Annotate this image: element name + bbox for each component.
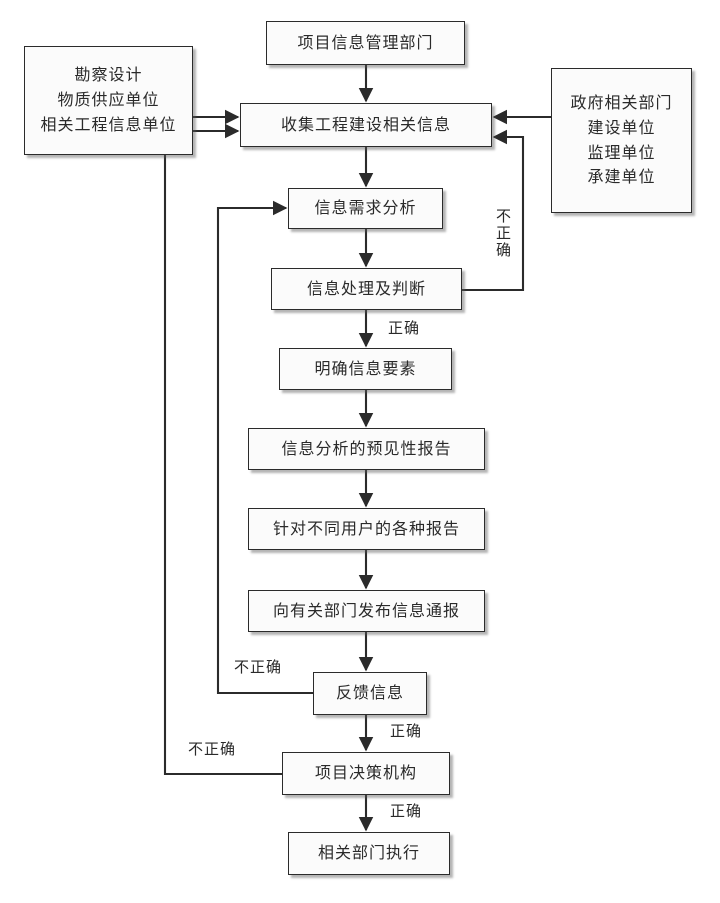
edge-label-incorrect-right: 不正确 (494, 208, 512, 259)
node-label: 明确信息要素 (314, 358, 417, 378)
edge-label-correct-decision: 正确 (390, 802, 423, 820)
node-project-decision-body[interactable]: 项目决策机构 (282, 752, 450, 795)
node-label-line-3: 相关工程信息单位 (40, 114, 177, 134)
node-label: 项目信息管理部门 (297, 32, 434, 52)
node-label: 反馈信息 (335, 683, 404, 703)
node-label-line-2: 建设单位 (587, 117, 656, 137)
node-predictive-analysis-report[interactable]: 信息分析的预见性报告 (248, 428, 485, 470)
node-clarify-information-elements[interactable]: 明确信息要素 (279, 348, 452, 390)
node-label: 信息需求分析 (314, 198, 417, 218)
node-label: 针对不同用户的各种报告 (272, 518, 460, 538)
edge-label-incorrect-feedback: 不正确 (234, 658, 283, 676)
node-reports-for-different-users[interactable]: 针对不同用户的各种报告 (248, 508, 485, 550)
node-information-processing-judgment[interactable]: 信息处理及判断 (271, 268, 462, 310)
node-project-info-management-dept[interactable]: 项目信息管理部门 (266, 21, 465, 65)
node-label: 信息分析的预见性报告 (281, 438, 452, 458)
edge-decision-to-collect-incorrect (163, 123, 282, 776)
node-publish-info-bulletin[interactable]: 向有关部门发布信息通报 (248, 590, 485, 632)
node-relevant-dept-execution[interactable]: 相关部门执行 (288, 832, 450, 875)
node-label: 相关部门执行 (317, 843, 420, 863)
node-government-construction-units[interactable]: 政府相关部门 建设单位 监理单位 承建单位 (551, 68, 692, 213)
node-label: 向有关部门发布信息通报 (272, 600, 460, 620)
edge-label-correct-feedback: 正确 (390, 722, 423, 740)
node-label-line-2: 物质供应单位 (57, 90, 160, 110)
node-label-line-1: 勘察设计 (74, 65, 143, 85)
node-label: 收集工程建设相关信息 (280, 114, 451, 134)
node-survey-design-supply-units[interactable]: 勘察设计 物质供应单位 相关工程信息单位 (24, 46, 193, 155)
edge-feedback-to-demand-incorrect (216, 200, 313, 695)
node-information-demand-analysis[interactable]: 信息需求分析 (288, 188, 443, 229)
edge-label-correct-process: 正确 (388, 319, 421, 337)
edge-process-to-collect-incorrect (462, 129, 525, 292)
edge-label-incorrect-decision: 不正确 (188, 740, 237, 758)
node-label: 信息处理及判断 (306, 278, 426, 298)
node-label-line-1: 政府相关部门 (570, 92, 673, 112)
node-label-line-3: 监理单位 (587, 142, 656, 162)
node-feedback-information[interactable]: 反馈信息 (313, 672, 427, 715)
node-label: 项目决策机构 (314, 763, 417, 783)
node-collect-construction-info[interactable]: 收集工程建设相关信息 (240, 103, 492, 147)
node-label-line-4: 承建单位 (587, 167, 656, 187)
